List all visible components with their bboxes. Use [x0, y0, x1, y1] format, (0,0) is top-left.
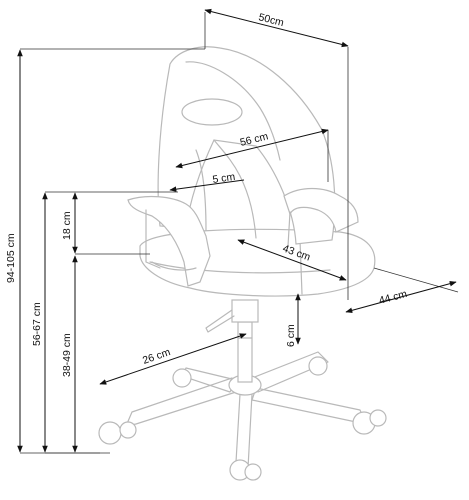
backrest-offset-dimension [169, 179, 245, 192]
seat-depth-dimension [345, 280, 457, 314]
chair-armrest-right [283, 187, 359, 247]
chair-drawing [98, 46, 387, 481]
chair-armrest-left [127, 195, 211, 287]
label-seat-height: 38-49 cm [61, 333, 73, 377]
base-radius-dimension [99, 333, 247, 385]
label-gas-lift: 6 cm [285, 324, 297, 347]
label-total-height: 94-105 cm [5, 233, 17, 283]
label-armrest-height: 18 cm [61, 211, 73, 240]
overall-width-dimension [204, 8, 349, 48]
label-seat-depth: 44 cm [378, 288, 409, 307]
chair-gas-lift [205, 299, 259, 383]
backrest-width-dimension [175, 128, 329, 169]
label-backrest-offset: 5 cm [212, 171, 236, 186]
label-armrest-floor-height: 56-67 cm [31, 302, 43, 346]
dimension-lines [17, 8, 459, 454]
seat-width-dimension [237, 239, 347, 281]
label-base-radius: 26 cm [141, 346, 172, 367]
